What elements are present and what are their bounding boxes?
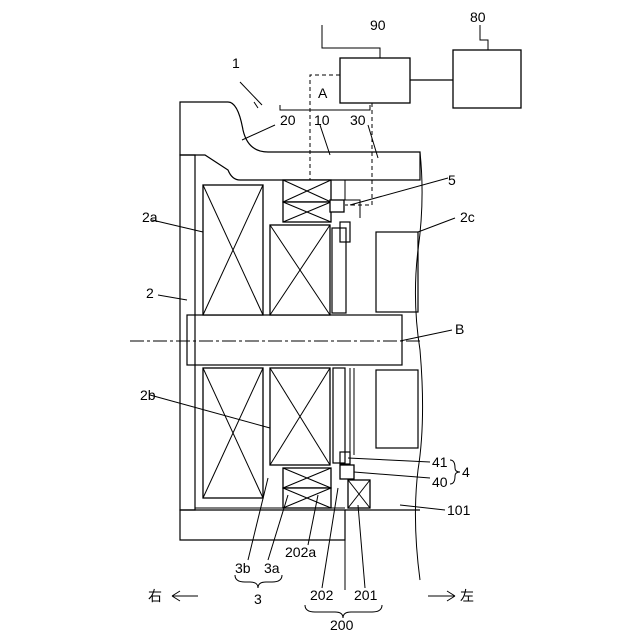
label-10: 10 [314, 112, 330, 128]
leader-101 [400, 505, 445, 510]
label-202a: 202a [285, 544, 316, 560]
label-5: 5 [448, 172, 456, 188]
label-201: 201 [354, 587, 378, 603]
brace-3 [235, 575, 282, 588]
bracket-A [280, 105, 370, 110]
leader-20 [242, 125, 275, 140]
leader-B [400, 330, 452, 341]
housing-top [180, 102, 420, 180]
label-40: 40 [432, 474, 448, 490]
label-power: 80 [470, 9, 486, 25]
shaft [187, 315, 402, 365]
label-20: 20 [280, 112, 296, 128]
housing-bottom [180, 510, 345, 540]
body-2c-lower [376, 370, 418, 448]
controller-box [340, 58, 410, 103]
leader-5 [350, 178, 448, 205]
body-2c-upper [376, 232, 418, 312]
label-3: 3 [254, 591, 262, 607]
label-section-A: A [318, 85, 328, 101]
leader-30 [368, 125, 378, 158]
label-4: 4 [462, 464, 470, 480]
leader-40 [354, 472, 430, 478]
label-assembly: 1 [232, 55, 240, 71]
leader-80 [480, 25, 488, 50]
leader-41 [348, 458, 430, 462]
label-2: 2 [146, 285, 154, 301]
label-2a: 2a [142, 209, 158, 225]
label-direction-left: 左 [460, 588, 474, 604]
sensor-40 [340, 465, 354, 479]
sensor-5 [330, 200, 344, 212]
sensor-5-mount [340, 222, 350, 242]
leader-201 [358, 505, 365, 588]
break-line [415, 152, 422, 580]
leader-2 [158, 295, 187, 300]
label-30: 30 [350, 112, 366, 128]
label-axis-B: B [455, 321, 464, 337]
label-101: 101 [447, 502, 471, 518]
power-box [453, 50, 521, 108]
label-2c: 2c [460, 209, 475, 225]
plate-lower [333, 368, 345, 463]
label-202: 202 [310, 587, 334, 603]
label-3b: 3b [235, 560, 251, 576]
label-controller: 90 [370, 17, 386, 33]
label-3a: 3a [264, 560, 280, 576]
leader-10 [320, 125, 330, 155]
plate-upper [332, 228, 346, 313]
label-41: 41 [432, 454, 448, 470]
label-direction-right: 右 [148, 588, 162, 604]
label-2b: 2b [140, 387, 156, 403]
leader-2c [418, 218, 455, 232]
label-200: 200 [330, 617, 354, 633]
brace-4 [450, 460, 460, 484]
leader-1 [240, 82, 262, 105]
